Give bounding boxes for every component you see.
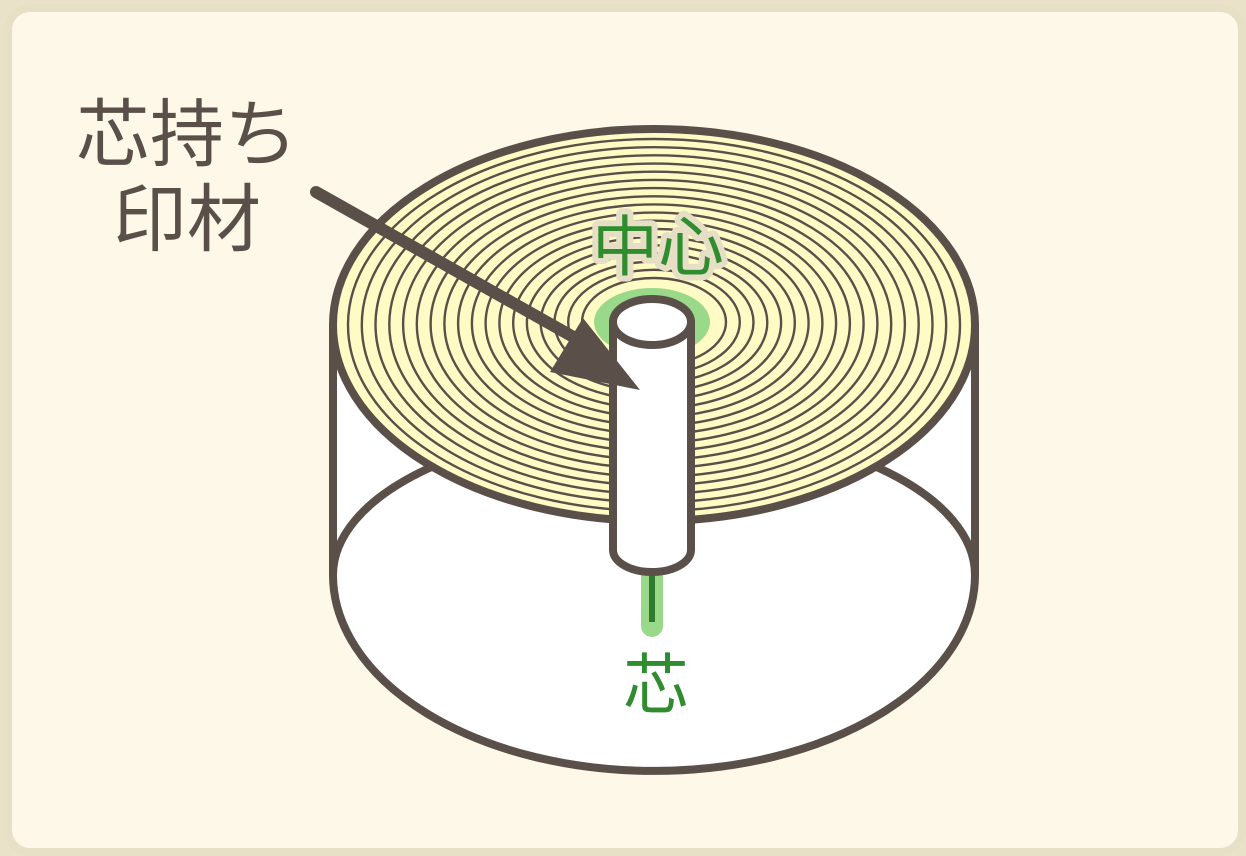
pointer-arrow-head <box>550 318 640 390</box>
label-center-outline: 中心 <box>592 209 724 286</box>
label-core-paper-line1: 芯持ち <box>76 92 298 178</box>
label-center: 中心 <box>592 209 724 286</box>
label-core: 芯 <box>623 647 689 724</box>
pointer-arrow-shaft <box>310 186 606 358</box>
core-tube <box>609 318 695 576</box>
label-core-paper-line2: 印材 <box>113 177 261 263</box>
core-tube-top <box>609 295 695 349</box>
